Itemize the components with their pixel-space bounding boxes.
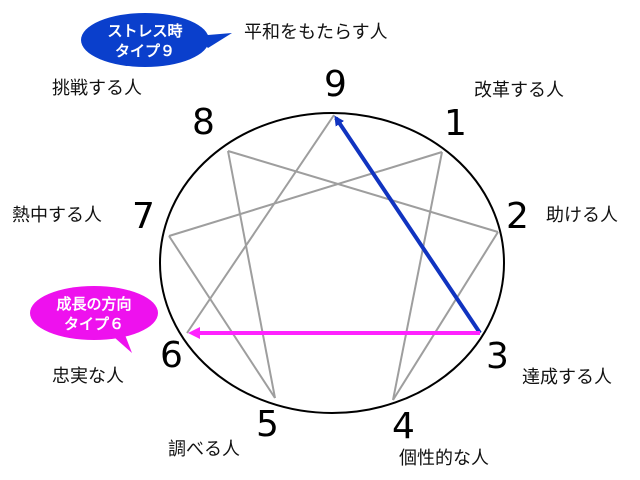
stress-bubble-line2: タイプ９ bbox=[115, 42, 175, 60]
point-4-label: 個性的な人 bbox=[399, 448, 489, 469]
point-2-number: 2 bbox=[506, 196, 529, 237]
point-5-label: 調べる人 bbox=[168, 439, 240, 460]
point-6-label: 忠実な人 bbox=[52, 366, 124, 387]
stress-bubble-line1: ストレス時 bbox=[107, 22, 182, 40]
growth-bubble: 成長の方向 タイプ６ bbox=[30, 286, 158, 353]
enneagram-circle bbox=[159, 112, 505, 414]
line-4-2 bbox=[392, 231, 499, 401]
stress-arrow bbox=[334, 115, 482, 335]
line-8-5 bbox=[227, 150, 276, 399]
point-1-label: 改革する人 bbox=[474, 80, 564, 101]
enneagram-inner-lines bbox=[168, 114, 499, 401]
point-1-number: 1 bbox=[444, 103, 467, 144]
point-7-number: 7 bbox=[132, 196, 155, 237]
point-9-number: 9 bbox=[324, 64, 347, 105]
point-9-label: 平和をもたらす人 bbox=[244, 22, 388, 43]
line-1-4 bbox=[392, 151, 443, 401]
point-3-number: 3 bbox=[486, 336, 509, 377]
point-3-label: 達成する人 bbox=[522, 367, 612, 388]
line-9-6 bbox=[186, 114, 335, 334]
line-2-8 bbox=[227, 150, 499, 233]
stress-bubble: ストレス時 タイプ９ bbox=[81, 13, 232, 67]
line-7-1 bbox=[168, 151, 443, 237]
point-4-number: 4 bbox=[392, 406, 415, 447]
line-5-7 bbox=[168, 235, 276, 399]
growth-bubble-line2: タイプ６ bbox=[64, 315, 124, 333]
point-8-label: 挑戦する人 bbox=[52, 78, 142, 99]
point-5-number: 5 bbox=[256, 404, 279, 445]
point-2-label: 助ける人 bbox=[546, 205, 618, 226]
point-7-label: 熱中する人 bbox=[12, 205, 102, 226]
point-8-number: 8 bbox=[192, 102, 215, 143]
growth-bubble-line1: 成長の方向 bbox=[56, 295, 131, 313]
point-6-number: 6 bbox=[160, 335, 183, 376]
